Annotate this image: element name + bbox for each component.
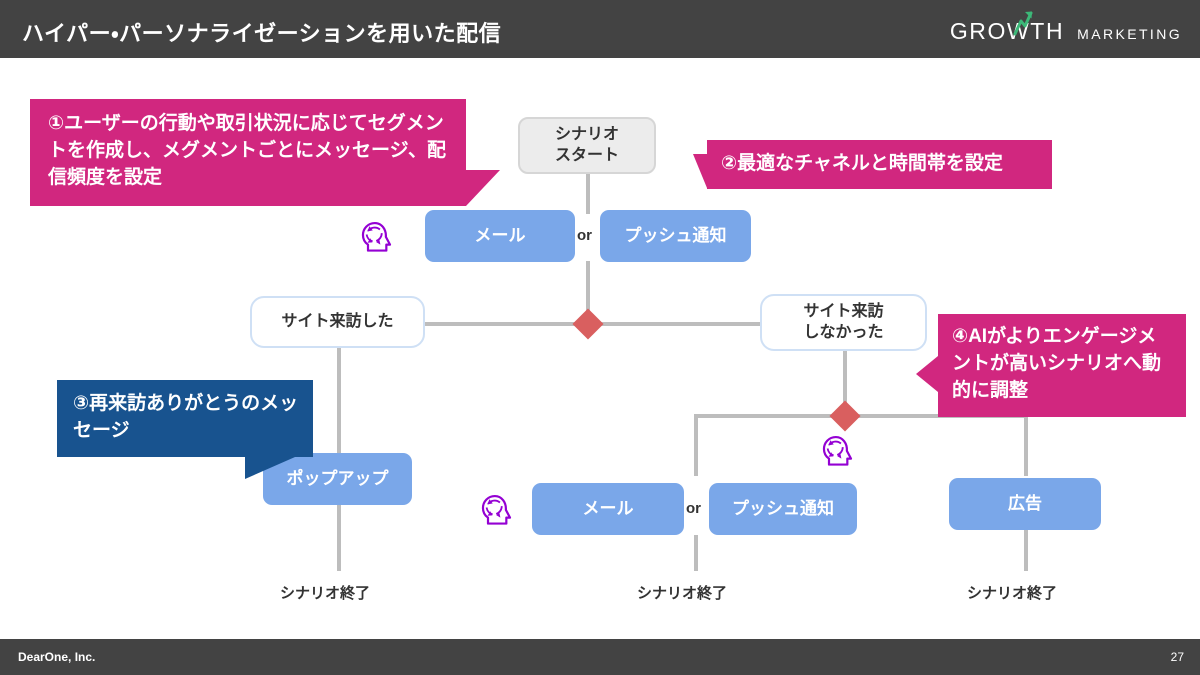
node-channel-push-top[interactable]: プッシュ通知 [600, 210, 751, 262]
footer-page-number: 27 [1170, 650, 1184, 664]
node-scenario-start-line1: シナリオ [554, 125, 619, 143]
logo-growth-label: GROWTH [949, 18, 1065, 44]
callout-3-tail [245, 456, 295, 479]
slide-footer: DearOne, Inc. 27 [0, 639, 1200, 675]
connector-notvisited-to-diamond2 [843, 345, 847, 417]
node-channel-push-top-label: プッシュ通知 [624, 225, 727, 245]
callout-4-text: ④AIがよりエンゲージメントが高いシナリオへ動的に調整 [952, 326, 1162, 401]
end-label-3: シナリオ終了 [967, 585, 1058, 602]
node-scenario-start[interactable]: シナリオ スタート [518, 117, 656, 174]
node-action-ad[interactable]: 広告 [949, 478, 1101, 530]
ai-head-icon [361, 221, 392, 252]
page-title: ハイパー・パーソナライゼーションを用いた配信 [22, 21, 502, 46]
node-action-ad-label: 広告 [1008, 493, 1042, 513]
end-label-1: シナリオ終了 [280, 585, 371, 602]
node-action-mail-bottom[interactable]: メール [532, 483, 684, 535]
connector-ad-to-end3 [1024, 530, 1028, 571]
node-action-popup-label: ポップアップ [286, 468, 389, 488]
node-channel-mail-top-label: メール [474, 225, 526, 245]
connector-branch-to-ad [1024, 414, 1028, 476]
node-condition-not-visited[interactable]: サイト来訪 しなかった [760, 294, 927, 351]
callout-2: ②最適なチャネルと時間帯を設定 [693, 140, 1052, 189]
callout-1: ①ユーザーの行動や取引状況に応じてセグメントを作成し、メグメントごとにメッセージ… [30, 99, 500, 206]
connector-start-to-channels [586, 172, 590, 214]
callout-3: ③再来訪ありがとうのメッセージ [57, 380, 313, 479]
callout-3-text: ③再来訪ありがとうのメッセージ [73, 393, 299, 441]
slide-header: ハイパー・パーソナライゼーションを用いた配信 GROWTH MARKETING [0, 0, 1200, 58]
brand-logo: GROWTH MARKETING [949, 11, 1182, 45]
decision-diamond-1 [572, 308, 604, 340]
node-channel-mail-top[interactable]: メール [425, 210, 575, 262]
node-action-push-bottom[interactable]: プッシュ通知 [709, 483, 857, 535]
callout-1-tail [466, 169, 500, 206]
or-label-bottom: or [686, 500, 701, 517]
callout-2-tail [693, 154, 707, 188]
ai-head-icon-3 [481, 494, 512, 525]
growth-arrow-icon [1013, 11, 1033, 36]
node-scenario-start-line2: スタート [554, 146, 619, 164]
end-label-2: シナリオ終了 [637, 585, 728, 602]
connector-mail-to-end2 [694, 535, 698, 571]
callout-4-tail [916, 356, 938, 392]
logo-marketing-label: MARKETING [1077, 26, 1182, 42]
node-action-mail-bottom-label: メール [582, 498, 634, 518]
node-action-push-bottom-label: プッシュ通知 [732, 498, 834, 518]
callout-1-text: ①ユーザーの行動や取引状況に応じてセグメントを作成し、メグメントごとにメッセージ… [48, 113, 447, 188]
node-condition-visited-label: サイト来訪した [281, 312, 394, 330]
ai-head-icon-2 [822, 435, 853, 466]
callout-4: ④AIがよりエンゲージメントが高いシナリオへ動的に調整 [916, 314, 1186, 417]
connector-branch-to-mail [694, 414, 698, 476]
node-condition-not-visited-line2: しなかった [803, 323, 884, 341]
logo-growth-text: GROWTH [949, 11, 1065, 45]
connector-channels-to-diamond1 [586, 261, 590, 319]
callout-2-text: ②最適なチャネルと時間帯を設定 [721, 153, 1003, 175]
diagram-canvas: シナリオ スタート メール or プッシュ通知 サイト来訪した サイト来訪 しな… [0, 58, 1200, 639]
connector-popup-to-end1 [337, 505, 341, 571]
connector-visited-to-popup [337, 345, 341, 475]
node-condition-visited[interactable]: サイト来訪した [250, 296, 425, 348]
or-label-top: or [577, 227, 592, 244]
footer-company-label: DearOne, Inc. [18, 650, 96, 664]
node-condition-not-visited-line1: サイト来訪 [803, 302, 884, 320]
